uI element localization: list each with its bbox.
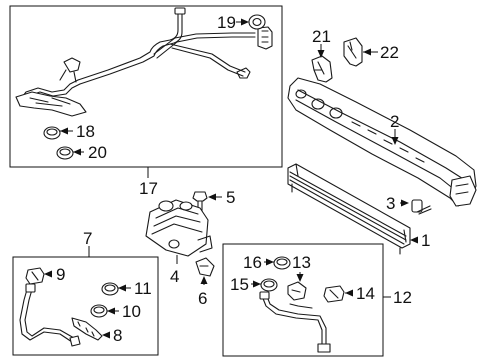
- part-20-seal: [56, 146, 74, 160]
- small-line-tube: [19, 283, 81, 347]
- part-4-housing: [145, 199, 213, 257]
- part-6-clip: [195, 257, 215, 277]
- callout-2: 2: [390, 112, 399, 131]
- part-8-bracket: [71, 317, 103, 341]
- part-22-bracket: [343, 37, 363, 67]
- part-14-connector: [323, 285, 345, 303]
- part-1-oil-cooler: [287, 163, 411, 255]
- part-19-grommet: [248, 14, 266, 30]
- callout-14: 14: [356, 284, 375, 303]
- callout-6: 6: [198, 289, 207, 308]
- return-line-tube: [259, 291, 331, 353]
- part-2-support: [287, 77, 477, 207]
- callout-17: 17: [139, 179, 158, 198]
- group-17-frame: [9, 5, 283, 168]
- group-7-frame: [12, 256, 159, 356]
- part-10-seal: [90, 304, 108, 318]
- callout-22: 22: [380, 43, 399, 62]
- arrow-19: [241, 18, 249, 26]
- callout-21: 21: [312, 27, 331, 46]
- callout-9: 9: [56, 265, 65, 284]
- callout-18: 18: [76, 122, 95, 141]
- cooler-line-assembly: [15, 7, 273, 117]
- callout-1: 1: [421, 231, 430, 250]
- callout-7: 7: [83, 229, 92, 248]
- part-9-connector: [25, 267, 45, 285]
- callout-13: 13: [292, 253, 311, 272]
- callout-15: 15: [230, 275, 249, 294]
- callout-12: 12: [393, 288, 412, 307]
- callout-16: 16: [243, 253, 262, 272]
- callout-11: 11: [134, 279, 152, 298]
- part-3-bolt: [411, 199, 432, 215]
- callout-10: 10: [122, 302, 141, 321]
- callout-8: 8: [113, 326, 122, 345]
- callout-5: 5: [226, 188, 235, 207]
- part-13-clip: [287, 281, 307, 301]
- part-21-bracket: [311, 55, 333, 83]
- part-15-seal: [260, 278, 278, 292]
- part-18-seal: [43, 126, 61, 140]
- callout-3: 3: [386, 194, 395, 213]
- part-16-seal: [273, 256, 291, 270]
- group-12-frame: [222, 243, 384, 357]
- callout-4: 4: [170, 267, 179, 286]
- part-11-seal: [101, 282, 119, 296]
- callout-20: 20: [88, 143, 107, 162]
- callout-19: 19: [217, 13, 236, 32]
